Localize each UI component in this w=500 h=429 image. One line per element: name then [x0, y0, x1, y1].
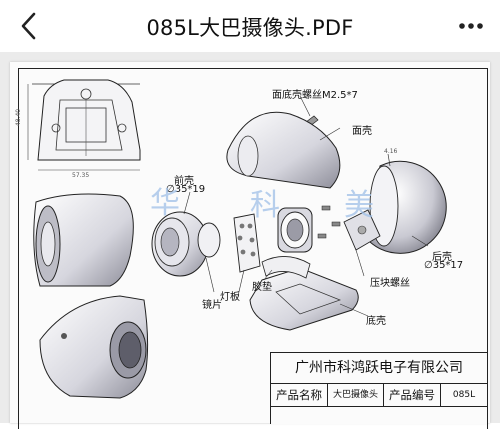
- watermark-char-1: 华: [150, 186, 180, 221]
- label-front-dim: ∅35*19: [166, 184, 206, 195]
- product-name-label: 产品名称: [271, 384, 328, 406]
- press-block-part: [343, 209, 381, 251]
- label-screw-top: 面底壳螺丝M2.5*7: [272, 90, 358, 101]
- camera-module-part: [277, 207, 313, 253]
- label-bottom-shell: 底壳: [366, 316, 386, 327]
- document-title: 085L大巴摄像头.PDF: [146, 16, 354, 40]
- label-back-dim: ∅35*17: [424, 260, 464, 271]
- shell-side-view: [33, 193, 134, 287]
- leader-lines: [183, 95, 429, 317]
- label-front-shell: 前壳: [174, 176, 194, 187]
- drawing-frame: [18, 68, 488, 429]
- front-shell-part: [151, 211, 209, 277]
- back-icon[interactable]: [14, 10, 44, 42]
- title-block: 广州市科鸿跃电子有限公司 产品名称 大巴摄像头 产品编号 085L: [270, 352, 487, 424]
- title-block-row: 产品名称 大巴摄像头 产品编号 085L: [271, 384, 487, 407]
- watermark-char-3: 美: [344, 188, 374, 223]
- face-shell-part: [226, 111, 341, 189]
- label-press-screw: 压块螺丝: [370, 278, 410, 289]
- label-light-board: 灯板: [220, 292, 240, 303]
- dimension-small: 4.16: [384, 148, 398, 155]
- dimension-width: 57.35: [72, 172, 90, 179]
- plan-view: [27, 79, 141, 171]
- lens-part: [197, 222, 221, 258]
- assembled-perspective-view: [39, 295, 149, 399]
- more-options-icon[interactable]: [456, 18, 486, 34]
- product-name-value: 大巴摄像头: [328, 384, 384, 406]
- back-shell-part: [369, 153, 447, 254]
- company-name: 广州市科鸿跃电子有限公司: [271, 353, 487, 384]
- watermark-char-2: 科: [250, 188, 280, 223]
- product-code-label: 产品编号: [384, 384, 441, 406]
- light-board-part: [233, 213, 261, 273]
- label-face-shell: 面壳: [352, 126, 372, 137]
- dimension-height: 48.40: [15, 108, 23, 127]
- bottom-shell-part: [249, 256, 359, 331]
- product-code-value: 085L: [452, 390, 476, 400]
- app-header: 085L大巴摄像头.PDF: [0, 0, 500, 52]
- label-lens: 镜片: [202, 300, 222, 311]
- label-back-shell: 后壳: [432, 252, 452, 263]
- label-bracket: 胶垫: [252, 282, 272, 293]
